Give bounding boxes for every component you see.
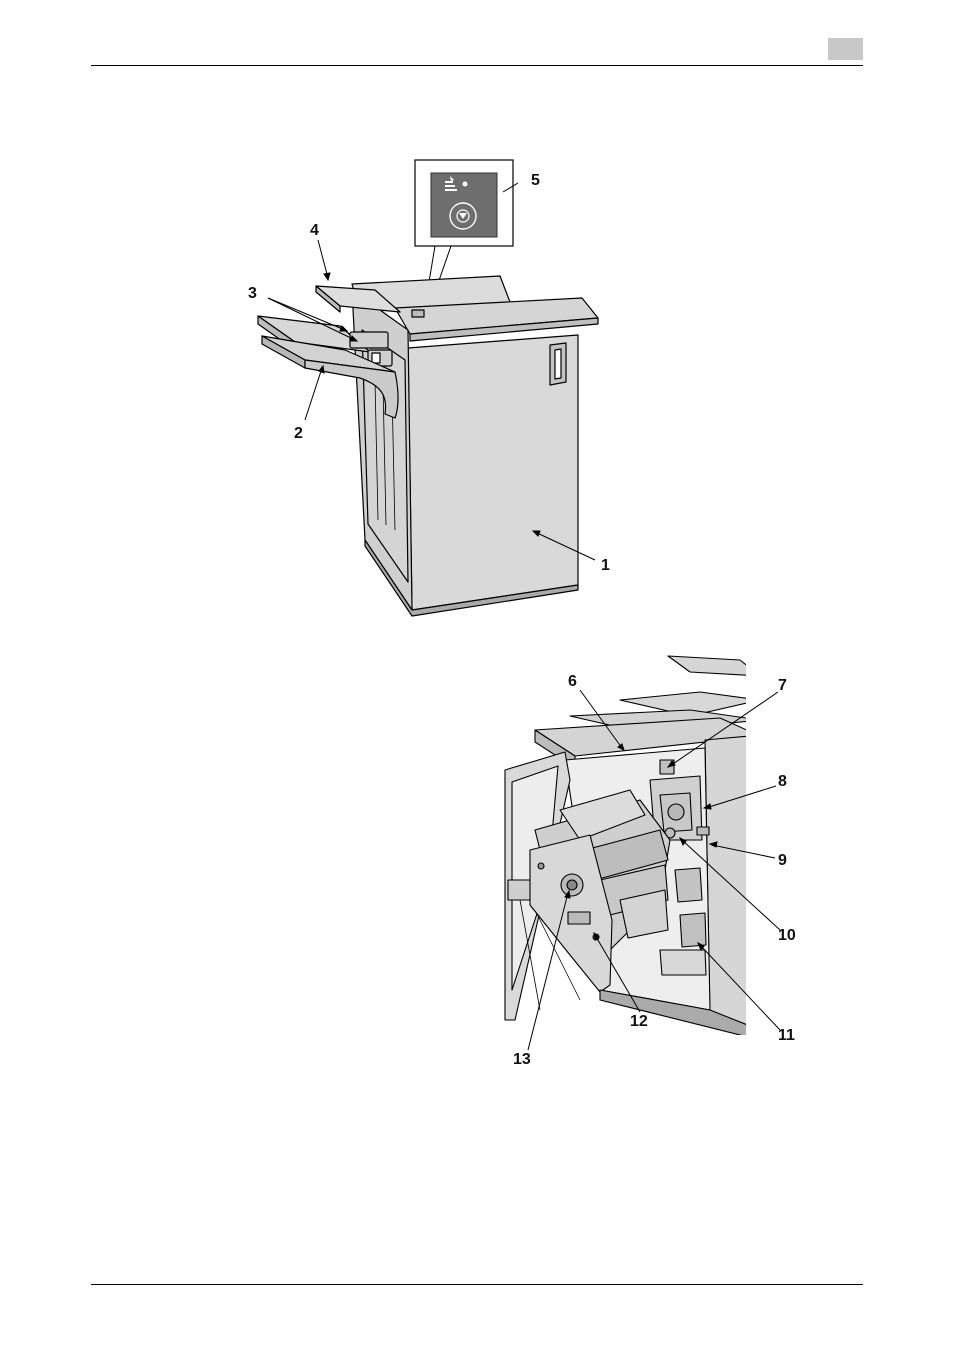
callout-12: 12 xyxy=(630,1013,648,1030)
callout-11: 11 xyxy=(778,1027,795,1044)
callout-8: 8 xyxy=(778,773,787,790)
callout-6: 6 xyxy=(568,673,577,690)
callout-9: 9 xyxy=(778,852,787,869)
callout-7: 7 xyxy=(778,677,787,694)
callout-10: 10 xyxy=(778,927,796,944)
callout-13: 13 xyxy=(513,1051,531,1068)
